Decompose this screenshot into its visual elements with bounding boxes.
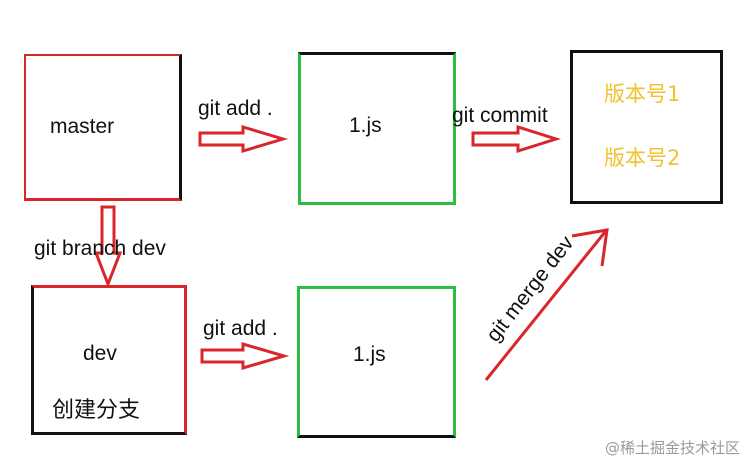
staged-box-bottom (297, 286, 456, 438)
arrow-commit (471, 124, 561, 154)
arrow-add-bottom (200, 341, 290, 371)
label-git-commit: git commit (452, 104, 548, 127)
label-git-add-bottom: git add . (203, 317, 278, 340)
master-box (24, 54, 182, 201)
dev-label: dev (83, 342, 117, 365)
arrow-merge-shaft (484, 231, 607, 381)
arrow-add-top (198, 124, 289, 154)
dev-box (31, 285, 187, 435)
master-label: master (50, 115, 115, 138)
arrow-branch (93, 205, 123, 289)
version-1: 版本号1 (604, 82, 681, 106)
versions-box (570, 50, 723, 204)
version-2: 版本号2 (604, 146, 681, 170)
staged-box-top (298, 52, 456, 205)
label-git-add-top: git add . (198, 97, 273, 120)
watermark-text: @稀土掘金技术社区 (604, 439, 740, 457)
arrow-merge-head (571, 228, 609, 267)
label-git-branch-dev: git branch dev (34, 237, 166, 260)
staged-label-bottom: 1.js (353, 343, 386, 366)
staged-label-top: 1.js (349, 114, 382, 137)
dev-sublabel: 创建分支 (52, 398, 141, 423)
